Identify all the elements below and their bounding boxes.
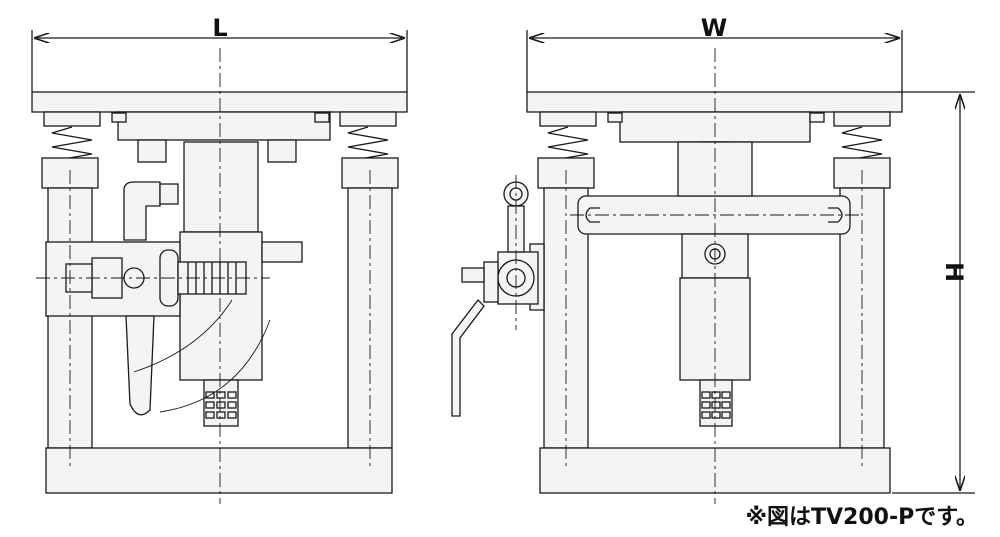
bolt-head: [607, 112, 623, 123]
elbow-nut: [159, 183, 179, 205]
silencer-slots: [701, 391, 731, 419]
bolt-head: [314, 112, 330, 123]
pipe-fitting-right: [261, 241, 303, 263]
swing-arcs: [133, 299, 271, 413]
lever-nut: [461, 267, 485, 283]
width-label: W: [701, 14, 727, 42]
centerlines: [36, 48, 371, 504]
spring-cap-right: [833, 111, 891, 127]
mounting-plate: [117, 111, 331, 141]
top-plate: [31, 91, 408, 113]
base-plate: [45, 447, 393, 494]
lever-handle: [125, 315, 155, 416]
nut: [267, 139, 297, 163]
bolt-head: [809, 112, 825, 123]
height-dimension: [892, 91, 975, 494]
width-dimension: [526, 30, 903, 92]
side-view: L: [31, 14, 408, 504]
lever-arm: [451, 299, 485, 417]
bolt-head: [111, 112, 127, 123]
height-label: H: [940, 262, 968, 282]
silencer: [203, 379, 239, 427]
elbow-fitting: [123, 181, 161, 241]
beam-slots: [585, 207, 843, 223]
cylinder-upper: [183, 141, 259, 233]
top-plate: [526, 91, 903, 113]
nut: [137, 139, 167, 163]
silencer-slots: [205, 391, 237, 419]
length-label: L: [212, 14, 227, 42]
figure-caption: ※図はTV200-Pです。: [745, 505, 978, 530]
spring-cap-left: [539, 111, 597, 127]
length-dimension: [31, 30, 408, 92]
centerlines: [515, 48, 863, 504]
spring-cap-left: [43, 111, 101, 127]
silencer: [699, 379, 733, 427]
front-view: W H: [451, 14, 975, 504]
lever-boss: [483, 261, 499, 303]
cylinder-body: [179, 231, 263, 381]
spring-cap-right: [339, 111, 397, 127]
